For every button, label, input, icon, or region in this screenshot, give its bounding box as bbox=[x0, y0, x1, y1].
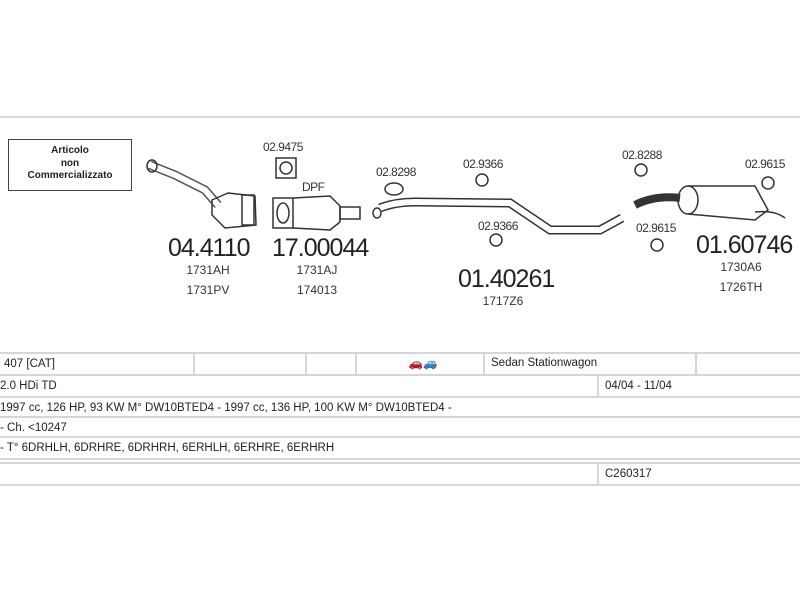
chassis: - Ch. <10247 bbox=[0, 422, 67, 434]
oem-ref: 174013 bbox=[296, 283, 338, 297]
rubber-mount-icon bbox=[761, 176, 775, 190]
clamp-part-number[interactable]: 02.8298 bbox=[376, 165, 416, 179]
oem-ref: 1717Z6 bbox=[482, 294, 524, 308]
rubber-mount-icon bbox=[650, 238, 664, 252]
part-number: 04.4110 bbox=[168, 234, 251, 262]
note-line: non bbox=[60, 157, 80, 169]
catalog-row: C260317 bbox=[0, 462, 800, 486]
model: 407 [CAT] bbox=[4, 358, 55, 370]
oem-ref: 1731PV bbox=[186, 283, 230, 297]
rubber-part-number[interactable]: 02.9366 bbox=[463, 157, 503, 171]
model-row: 407 [CAT] 🚗🚙 Sedan Stationwagon bbox=[0, 352, 800, 376]
vehicle-types: - T° 6DRHLH, 6DRHRE, 6DRHRH, 6ERHLH, 6ER… bbox=[0, 442, 335, 454]
rubber-mount-icon bbox=[475, 173, 489, 187]
top-divider bbox=[0, 116, 800, 118]
engine-row: 2.0 HDi TD 04/04 - 11/04 bbox=[0, 376, 800, 398]
part-number: 01.40261 bbox=[458, 265, 555, 293]
catalog-code: C260317 bbox=[597, 464, 800, 484]
not-commercialized-note: Articolo non Commercializzato bbox=[8, 139, 132, 191]
specs-row: 1997 cc, 126 HP, 93 KW M° DW10BTED4 - 19… bbox=[0, 398, 800, 418]
note-line: Articolo bbox=[51, 145, 89, 156]
middle-pipe-drawing[interactable] bbox=[372, 197, 625, 235]
body-types: Sedan Stationwagon bbox=[483, 354, 695, 374]
types-row: - T° 6DRHLH, 6DRHRE, 6DRHRH, 6ERHLH, 6ER… bbox=[0, 438, 800, 460]
chassis-row: - Ch. <10247 bbox=[0, 418, 800, 438]
gasket-part-number[interactable]: 02.9475 bbox=[263, 140, 303, 154]
rubber-part-number[interactable]: 02.9366 bbox=[478, 219, 518, 233]
rubber-mount-icon bbox=[489, 233, 503, 247]
oem-ref: 1731AJ bbox=[296, 263, 338, 277]
gasket-icon bbox=[275, 157, 297, 179]
dpf-part[interactable]: 17.00044 1731AJ 174013 bbox=[272, 234, 369, 297]
stationwagon-icon: 🚙 bbox=[423, 358, 438, 370]
dpf-label: DPF bbox=[302, 180, 325, 194]
car-body-icons: 🚗🚙 bbox=[355, 354, 483, 374]
engine-specs: 1997 cc, 126 HP, 93 KW M° DW10BTED4 - 19… bbox=[0, 402, 452, 414]
rubber-part-number[interactable]: 02.9615 bbox=[636, 221, 676, 235]
oem-ref: 1731AH bbox=[186, 263, 230, 277]
sedan-icon: 🚗 bbox=[408, 358, 423, 370]
rear-muffler-drawing[interactable] bbox=[633, 185, 786, 221]
clamp-icon bbox=[634, 163, 648, 177]
exhaust-diagram bbox=[146, 157, 786, 252]
part-number: 17.00044 bbox=[272, 234, 369, 262]
production-dates: 04/04 - 11/04 bbox=[597, 376, 800, 396]
clamp-part-number[interactable]: 02.8288 bbox=[622, 148, 662, 162]
rear-muffler-part[interactable]: 01.60746 1730A6 1726TH bbox=[696, 231, 793, 294]
note-line: Commercializzato bbox=[27, 170, 113, 181]
clamp-icon bbox=[384, 182, 404, 196]
middle-pipe-part[interactable]: 01.40261 1717Z6 bbox=[458, 265, 555, 308]
oem-ref: 1726TH bbox=[719, 280, 763, 294]
engine: 2.0 HDi TD bbox=[0, 380, 57, 392]
part-number: 01.60746 bbox=[696, 231, 793, 259]
oem-ref: 1730A6 bbox=[720, 260, 762, 274]
catalyst-part-drawing[interactable] bbox=[146, 159, 257, 229]
rubber-part-number[interactable]: 02.9615 bbox=[745, 157, 785, 171]
catalyst-part[interactable]: 04.4110 1731AH 1731PV bbox=[168, 234, 251, 297]
dpf-part-drawing[interactable] bbox=[272, 195, 361, 231]
